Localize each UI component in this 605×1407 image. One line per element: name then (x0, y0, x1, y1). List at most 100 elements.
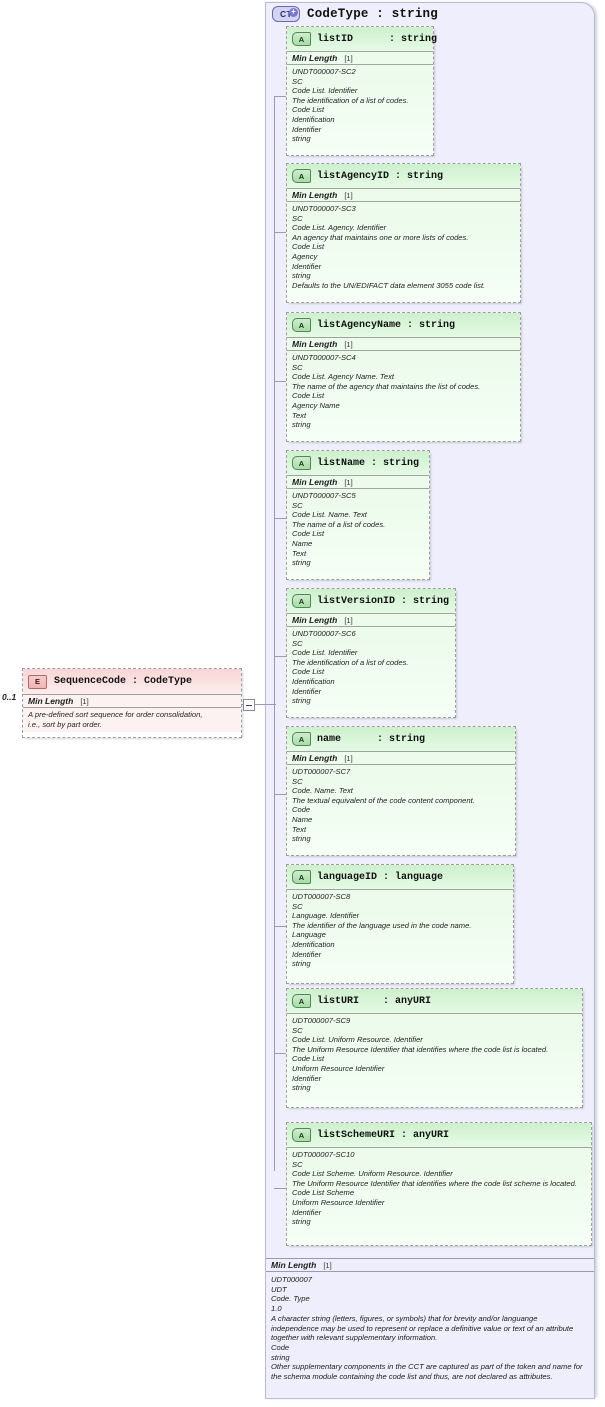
attribute-name: listSchemeURI : anyURI (317, 1129, 450, 1141)
attribute-box-listuri[interactable]: A listURI : anyURI UDT000007-SC9 SC Code… (286, 988, 583, 1108)
attribute-documentation: UDT000007-SC9 SC Code List. Uniform Reso… (287, 1014, 582, 1096)
attribute-documentation: UNDT000007-SC3 SC Code List. Agency. Ide… (287, 202, 520, 293)
doc-line: SC (292, 1159, 303, 1169)
doc-line: Uniform Resource Identifier (292, 1063, 385, 1073)
doc-line: Identifier (292, 686, 322, 696)
element-sequencecode[interactable]: E SequenceCode : CodeType Min Length [1]… (22, 668, 242, 738)
doc-line: Agency Name (292, 400, 340, 410)
facet-label: Min Length (292, 190, 338, 200)
doc-line: string (292, 1083, 311, 1093)
attribute-icon-label: A (298, 34, 305, 44)
doc-line: Code List. Name. Text (292, 510, 367, 520)
attribute-documentation: UDT000007-SC10 SC Code List Scheme. Unif… (287, 1148, 591, 1230)
doc-line: UDT000007-SC8 (292, 892, 351, 901)
attribute-box-listagencyid[interactable]: A listAgencyID : string Min Length [1] U… (286, 163, 521, 303)
attribute-facet-row: Min Length [1] (287, 751, 515, 765)
doc-line: Code List (292, 529, 325, 539)
doc-line: UDT000007-SC7 (292, 767, 351, 776)
attribute-header[interactable]: A name : string (287, 727, 515, 751)
attribute-box-languageid[interactable]: A languageID : language UDT000007-SC8 SC… (286, 864, 514, 984)
doc-line: The identification of a list of codes. (292, 657, 409, 667)
doc-line: Identifier (292, 124, 322, 134)
doc-line: SC (292, 776, 303, 786)
doc-line: string (292, 696, 311, 706)
attribute-header[interactable]: A listAgencyName : string (287, 313, 520, 337)
attribute-header[interactable]: A listVersionID : string (287, 589, 455, 613)
doc-line: UDT000007-SC10 (292, 1150, 355, 1159)
doc-line: The identification of a list of codes. (292, 95, 409, 105)
attribute-documentation: UDT000007-SC8 SC Language. Identifier Th… (287, 890, 513, 972)
doc-line: 1.0 (271, 1304, 282, 1314)
attribute-box-listversionid[interactable]: A listVersionID : string Min Length [1] … (286, 588, 456, 718)
facet-value: [1] (344, 615, 353, 625)
attribute-documentation: UNDT000007-SC2 SC Code List. Identifier … (287, 65, 433, 147)
tree-branch (274, 656, 286, 657)
attribute-box-listschemeuri[interactable]: A listSchemeURI : anyURI UDT000007-SC10 … (286, 1122, 592, 1246)
facet-value: [1] (323, 1260, 332, 1270)
element-documentation: A pre-defined sort sequence for order co… (23, 708, 241, 733)
attribute-header[interactable]: A listURI : anyURI (287, 989, 582, 1013)
doc-line: SC (292, 362, 303, 372)
attribute-header[interactable]: A listSchemeURI : anyURI (287, 1123, 591, 1147)
attribute-documentation: UNDT000007-SC4 SC Code List. Agency Name… (287, 351, 520, 433)
attribute-facet-row (287, 1013, 582, 1014)
attribute-box-name[interactable]: A name : string Min Length [1] UDT000007… (286, 726, 516, 856)
doc-line: Identification (292, 939, 335, 949)
doc-line: The name of the agency that maintains th… (292, 381, 481, 391)
doc-line: Language (292, 930, 326, 940)
attribute-icon-label: A (298, 1130, 305, 1140)
doc-line: Code. Type (271, 1294, 310, 1304)
attribute-header[interactable]: A languageID : language (287, 865, 513, 889)
doc-line: A pre-defined sort sequence for order co… (28, 710, 203, 719)
attribute-header[interactable]: A listAgencyID : string (287, 164, 520, 188)
attribute-icon: A (292, 732, 311, 746)
doc-line: string (292, 271, 311, 281)
attribute-header[interactable]: A listName : string (287, 451, 429, 475)
doc-line: UDT000007 (271, 1275, 312, 1284)
attribute-icon: A (292, 1128, 311, 1142)
doc-line: SC (292, 76, 303, 86)
complextype-header[interactable]: CT + CodeType : string (266, 3, 438, 25)
facet-label: Min Length (292, 339, 338, 349)
attribute-facet-row (287, 1147, 591, 1148)
doc-line: string (271, 1352, 290, 1362)
doc-line: Text (292, 548, 307, 558)
attribute-name: listVersionID : string (317, 595, 450, 607)
doc-line: A character string (letters, figures, or… (271, 1313, 574, 1343)
attribute-header[interactable]: A listID : string (287, 27, 437, 51)
attribute-box-listname[interactable]: A listName : string Min Length [1] UNDT0… (286, 450, 430, 580)
attribute-box-listagencyname[interactable]: A listAgencyName : string Min Length [1]… (286, 312, 521, 442)
doc-line: Text (292, 824, 307, 834)
type-facet-row: Min Length [1] (266, 1258, 594, 1272)
element-name: SequenceCode : CodeType (54, 676, 193, 687)
attribute-icon: A (292, 318, 311, 332)
doc-line: UNDT000007-SC3 (292, 204, 356, 213)
attribute-box-listid[interactable]: A listID : string Min Length [1] UNDT000… (286, 26, 437, 156)
attribute-facet-row: Min Length [1] (287, 51, 433, 65)
attribute-facet-row: Min Length [1] (287, 337, 520, 351)
expand-plus-icon[interactable]: + (289, 8, 298, 17)
doc-line: Uniform Resource Identifier (292, 1197, 385, 1207)
attribute-icon: A (292, 994, 311, 1008)
element-header[interactable]: E SequenceCode : CodeType (23, 669, 241, 694)
facet-label: Min Length (292, 477, 338, 487)
complextype-documentation: Min Length [1] UDT000007 UDT Code. Type … (266, 1258, 594, 1386)
doc-line: string (292, 1217, 311, 1227)
doc-line: Code List (292, 391, 325, 401)
complextype-icon[interactable]: CT + (272, 6, 300, 22)
doc-line: SC (292, 213, 303, 223)
facet-label: Min Length (292, 753, 338, 763)
doc-line: Other supplementary components in the CC… (271, 1362, 583, 1382)
complextype-title: CodeType : string (307, 7, 438, 21)
doc-line: string (292, 959, 311, 969)
attribute-icon-label: A (298, 872, 305, 882)
doc-line: Name (292, 814, 313, 824)
doc-line: Code List. Uniform Resource. Identifier (292, 1035, 423, 1045)
doc-line: Code. Name. Text (292, 786, 353, 796)
tree-spine (274, 96, 275, 1171)
attribute-documentation: UNDT000007-SC6 SC Code List. Identifier … (287, 627, 455, 709)
collapse-toggle-button[interactable] (243, 699, 255, 711)
doc-line: SC (292, 1025, 303, 1035)
attribute-icon-label: A (298, 734, 305, 744)
doc-line: Identifier (292, 1207, 322, 1217)
